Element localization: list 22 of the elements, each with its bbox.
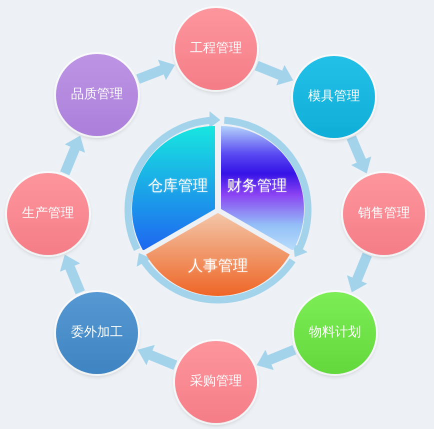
node-label: 物料计划 xyxy=(309,324,361,342)
arrow xyxy=(346,136,372,176)
sector-label: 财务管理 xyxy=(226,176,287,196)
node-label: 采购管理 xyxy=(190,374,242,390)
arrow xyxy=(60,134,86,176)
node-label: 工程管理 xyxy=(190,40,242,58)
node-label: 生产管理 xyxy=(22,206,74,222)
node-label: 模具管理 xyxy=(308,88,360,106)
sector-label: 人事管理 xyxy=(188,256,248,276)
curved-arrow xyxy=(224,116,312,259)
arrow xyxy=(136,60,177,84)
arrow xyxy=(254,60,296,86)
arrow xyxy=(60,252,85,294)
sector-label: 仓库管理 xyxy=(148,176,208,196)
arrow xyxy=(136,344,178,370)
node-label: 委外加工 xyxy=(71,324,123,342)
curved-arrow xyxy=(124,112,220,251)
arrow xyxy=(346,252,372,294)
node-label: 品质管理 xyxy=(71,86,123,104)
curved-arrow xyxy=(136,251,296,304)
node-label: 销售管理 xyxy=(358,206,410,222)
arrow xyxy=(254,345,296,370)
